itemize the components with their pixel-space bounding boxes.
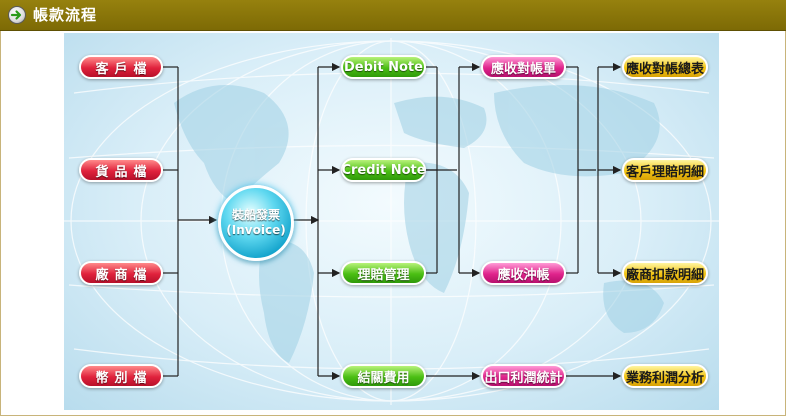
flow-diagram-panel [64, 33, 719, 410]
hub-label-line1: 裝船發票 [231, 208, 280, 222]
stage-export-profit-stats[interactable]: 出口利潤統計 [481, 364, 566, 388]
source-customer-file[interactable]: 客戶檔 [79, 55, 163, 79]
stage-debit-note[interactable]: Debit Note [341, 55, 426, 79]
stage-claim-management[interactable]: 理賠管理 [341, 261, 426, 285]
report-sales-profit-analysis[interactable]: 業務利潤分析 [622, 364, 708, 388]
stage-credit-note[interactable]: Credit Note [341, 158, 426, 182]
stage-receivable-writeoff[interactable]: 應收沖帳 [481, 261, 566, 285]
report-receivable-summary[interactable]: 應收對帳總表 [622, 55, 708, 79]
stage-customs-fees[interactable]: 結關費用 [341, 364, 426, 388]
report-vendor-deduction-detail[interactable]: 廠商扣款明細 [622, 261, 708, 285]
source-currency-file[interactable]: 幣別檔 [79, 364, 163, 388]
source-product-file[interactable]: 貨品檔 [79, 158, 163, 182]
arrow-right-circle-icon [8, 6, 26, 24]
hub-label-line2: (Invoice) [226, 223, 286, 237]
hub-invoice[interactable]: 裝船發票 (Invoice) [218, 185, 294, 261]
flow-connectors [163, 62, 622, 381]
report-customer-claim-detail[interactable]: 客戶理賠明細 [622, 158, 708, 182]
page-title: 帳款流程 [33, 6, 98, 24]
header-bar: 帳款流程 [0, 0, 786, 31]
stage-receivable-statement[interactable]: 應收對帳單 [481, 55, 566, 79]
source-vendor-file[interactable]: 廠商檔 [79, 261, 163, 285]
